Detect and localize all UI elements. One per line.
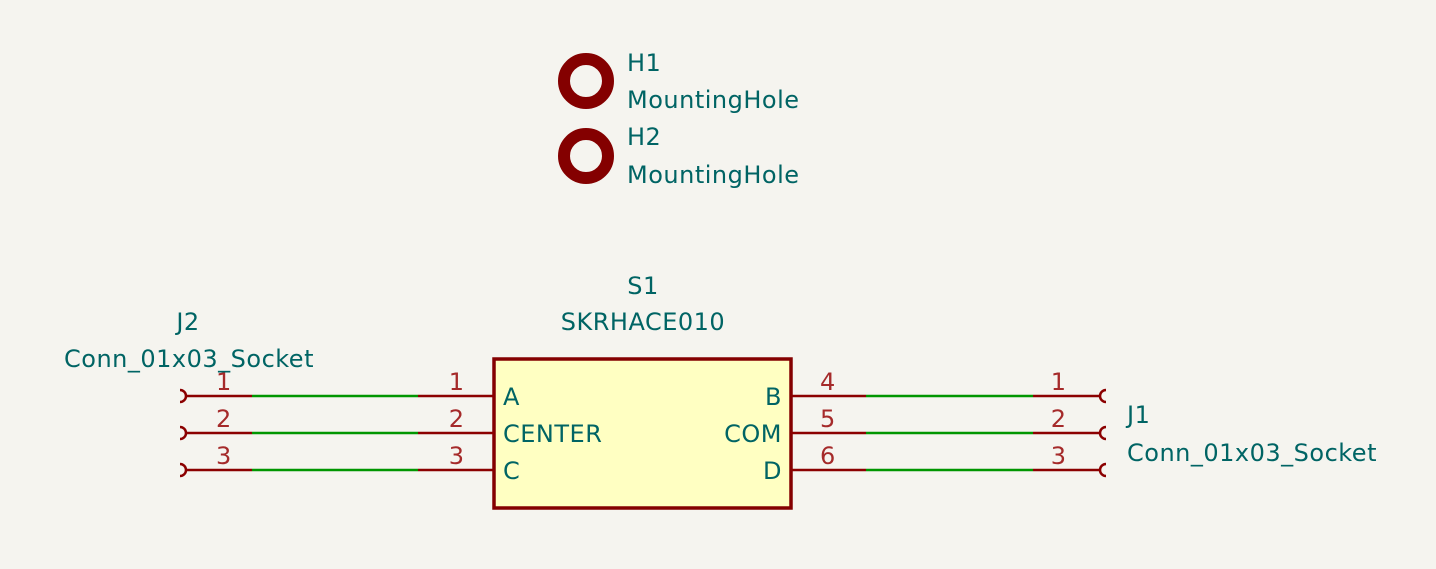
s1-pin-name: A [503,383,520,411]
s1-pin-number: 6 [820,442,835,470]
j1-pin-number: 2 [1051,405,1066,433]
socket-contact-icon [179,425,188,441]
h1-reference: H1 [627,49,661,77]
j2-pin-number: 2 [216,405,231,433]
s1-pin-name: COM [724,420,782,448]
mounting-hole-h1[interactable]: H1 MountingHole [558,49,800,114]
switch-s1[interactable]: S1 SKRHACE010 1 2 3 A CENTER C 4 5 6 B C… [418,272,866,510]
j2-pin-number: 3 [216,442,231,470]
mounting-hole-h2[interactable]: H2 MountingHole [558,123,800,189]
j1-value: Conn_01x03_Socket [1127,439,1377,467]
switch-body [492,357,793,510]
j1-reference: J1 [1125,401,1150,429]
h2-value: MountingHole [627,161,800,189]
j2-value: Conn_01x03_Socket [64,345,314,373]
s1-pin-number: 3 [449,442,464,470]
s1-pin-name: B [765,383,782,411]
s1-pin-name: D [763,457,782,485]
s1-pin-name: CENTER [503,420,602,448]
s1-pin-number: 2 [449,405,464,433]
s1-pin-name: C [503,457,520,485]
socket-contact-icon [179,388,188,404]
s1-reference: S1 [627,272,659,300]
s1-pin-number: 5 [820,405,835,433]
socket-contact-icon [1098,425,1107,441]
j1-pin-number: 1 [1051,368,1066,396]
s1-value: SKRHACE010 [561,308,725,336]
j2-reference: J2 [174,308,199,336]
connector-j1[interactable]: J1 Conn_01x03_Socket 1 2 3 [1033,368,1377,478]
h2-reference: H2 [627,123,661,151]
mounting-hole-icon [558,53,614,109]
connector-j2[interactable]: J2 Conn_01x03_Socket 1 2 3 [64,308,314,478]
h1-value: MountingHole [627,86,800,114]
s1-pin-number: 4 [820,368,835,396]
socket-contact-icon [1098,462,1107,478]
j1-pin-number: 3 [1051,442,1066,470]
socket-contact-icon [1098,388,1107,404]
s1-pin-number: 1 [449,368,464,396]
socket-contact-icon [179,462,188,478]
mounting-hole-icon [558,128,614,184]
j2-pin-number: 1 [216,368,231,396]
wires [252,394,1033,472]
